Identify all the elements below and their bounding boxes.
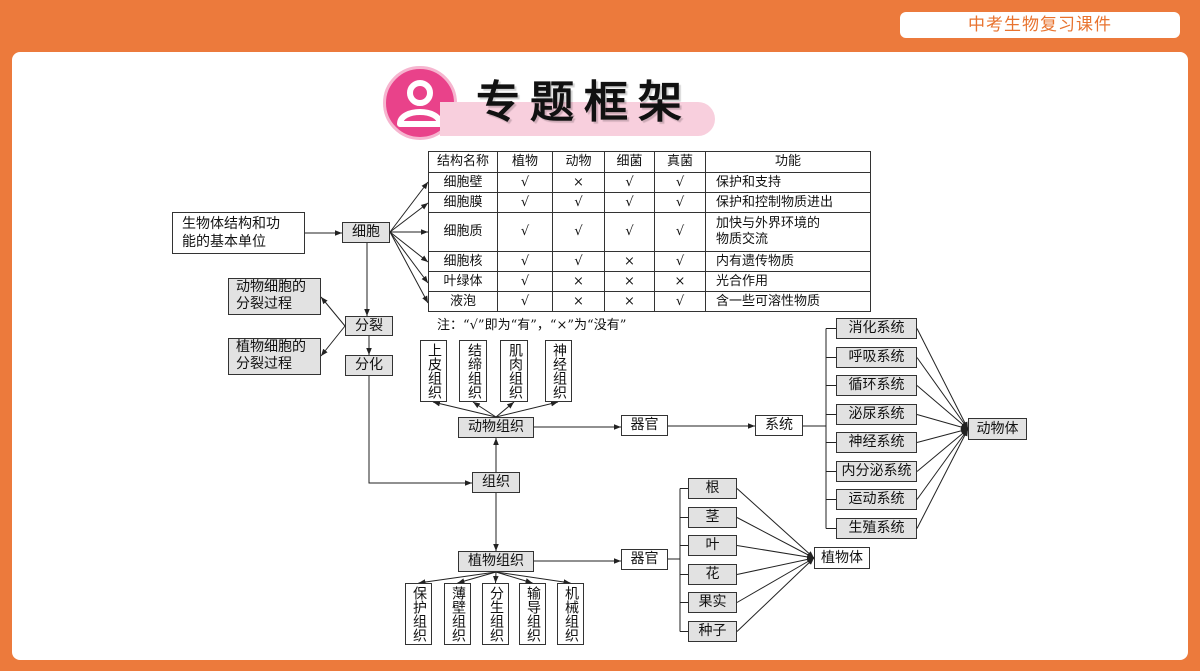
animal-cell-division-box: 动物细胞的分裂过程 [228,278,321,315]
plant-tissue-type: 薄壁组织 [444,583,471,645]
animal-tissue-type: 上皮组织 [420,340,447,402]
animal-mark: × [552,271,605,292]
system-item: 循环系统 [836,375,917,396]
basic-unit-box: 生物体结构和功能的基本单位 [172,212,305,254]
slide-panel [12,52,1188,660]
system-item: 内分泌系统 [836,461,917,482]
plant-organ-box: 器官 [621,549,668,570]
system-item: 消化系统 [836,318,917,339]
icon-body [397,109,443,127]
animal-organ-box: 器官 [621,415,668,436]
plant-organ-item: 茎 [688,507,737,528]
animal-mark: × [552,291,605,312]
table-header-row: 结构名称 植物 动物 细菌 真菌 功能 [428,151,871,173]
header-structure-name: 结构名称 [428,151,498,173]
title-bar [440,102,715,136]
plant-mark: √ [497,251,553,272]
header-function: 功能 [705,151,871,173]
plant-organ-item: 叶 [688,535,737,556]
animal-tissue-type: 肌肉组织 [500,340,528,402]
plant-organ-item: 根 [688,478,737,499]
structure-function: 保护和支持 [705,172,871,193]
structure-name: 叶绿体 [428,271,498,292]
animal-tissue-box: 动物组织 [458,417,534,438]
system-item: 生殖系统 [836,518,917,539]
plant-mark: √ [497,291,553,312]
table-row: 细胞核 √ √ × √ 内有遗传物质 [428,251,871,272]
structure-function: 含一些可溶性物质 [705,291,871,312]
system-item: 运动系统 [836,489,917,510]
basic-unit-text: 生物体结构和功能的基本单位 [182,216,280,250]
table-row: 细胞壁 √ × √ √ 保护和支持 [428,172,871,193]
plant-organ-item: 种子 [688,621,737,642]
structure-function: 内有遗传物质 [705,251,871,272]
bacteria-mark: × [604,251,655,272]
structure-function-cell: 加快与外界环境的物质交流 [705,212,871,252]
animal-tissue-type: 神经组织 [545,340,572,402]
header-plant: 植物 [497,151,553,173]
plant-organ-item: 果实 [688,592,737,613]
animal-tissue-type: 结缔组织 [459,340,487,402]
system-item: 神经系统 [836,432,917,453]
tissue-box: 组织 [472,472,520,493]
header-bacteria: 细菌 [604,151,655,173]
plant-mark: √ [497,172,553,193]
bacteria-mark: × [604,271,655,292]
table-row: 细胞质 √ √ √ √ 加快与外界环境的物质交流 [428,212,871,252]
fungi-mark: √ [654,212,706,252]
structure-name: 细胞膜 [428,192,498,213]
table-row: 液泡 √ × × √ 含一些可溶性物质 [428,291,871,312]
plant-body-box: 植物体 [814,547,870,569]
header-fungi: 真菌 [654,151,706,173]
plant-cell-division-text: 植物细胞的分裂过程 [236,339,306,372]
plant-cell-division-box: 植物细胞的分裂过程 [228,338,321,375]
division-box: 分裂 [345,316,393,336]
structure-name: 细胞壁 [428,172,498,193]
animal-mark: × [552,172,605,193]
system-box: 系统 [755,415,803,436]
cell-box: 细胞 [342,222,390,243]
plant-tissue-type: 分生组织 [482,583,509,645]
animal-mark: √ [552,192,605,213]
bacteria-mark: × [604,291,655,312]
structure-name: 细胞核 [428,251,498,272]
table-row: 细胞膜 √ √ √ √ 保护和控制物质进出 [428,192,871,213]
plant-tissue-type: 输导组织 [519,583,546,645]
differentiation-box: 分化 [345,355,393,376]
plant-tissue-type: 机械组织 [557,583,584,645]
plant-tissue-box: 植物组织 [458,551,534,572]
structure-function: 光合作用 [705,271,871,292]
structure-function: 保护和控制物质进出 [705,192,871,213]
plant-mark: √ [497,212,553,252]
bacteria-mark: √ [604,212,655,252]
animal-mark: √ [552,212,605,252]
fungi-mark: √ [654,251,706,272]
system-item: 呼吸系统 [836,347,917,368]
animal-cell-division-text: 动物细胞的分裂过程 [236,279,306,312]
bacteria-mark: √ [604,192,655,213]
plant-organ-item: 花 [688,564,737,585]
fungi-mark: √ [654,192,706,213]
plant-mark: √ [497,271,553,292]
page-title: 专题框架 [476,77,692,128]
fungi-mark: √ [654,172,706,193]
structure-name: 细胞质 [428,212,498,252]
structure-name: 液泡 [428,291,498,312]
fungi-mark: × [654,271,706,292]
cell-structure-table: 结构名称 植物 动物 细菌 真菌 功能 细胞壁 √ × √ √ 保护和支持 细胞… [428,151,871,312]
bacteria-mark: √ [604,172,655,193]
structure-function: 加快与外界环境的物质交流 [716,216,821,247]
plant-tissue-type: 保护组织 [405,583,432,645]
table-note: 注：“√”即为“有”，“×”为“没有” [437,318,627,333]
animal-body-box: 动物体 [968,418,1027,440]
system-item: 泌尿系统 [836,404,917,425]
fungi-mark: √ [654,291,706,312]
icon-head [407,80,433,106]
table-row: 叶绿体 √ × × × 光合作用 [428,271,871,292]
header-animal: 动物 [552,151,605,173]
course-label: 中考生物复习课件 [900,12,1180,38]
plant-mark: √ [497,192,553,213]
animal-mark: √ [552,251,605,272]
